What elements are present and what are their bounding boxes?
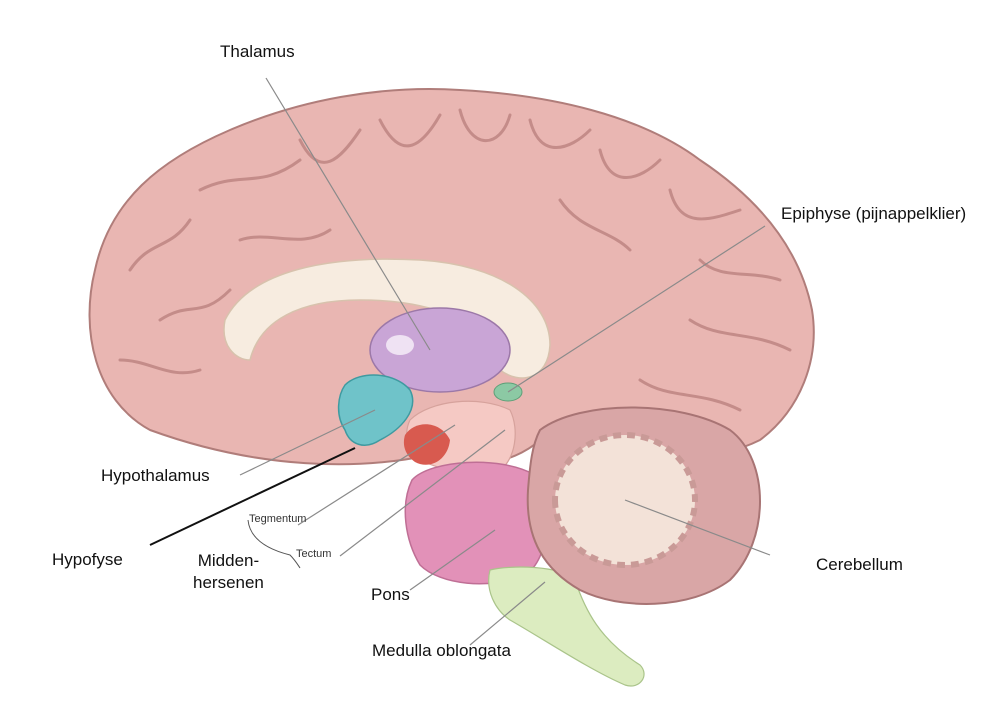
label-tectum: Tectum [296, 548, 332, 560]
corpus-callosum [223, 258, 551, 379]
pons-region [404, 461, 549, 585]
label-medulla-oblongata: Medulla oblongata [372, 641, 511, 660]
thalamus-region [369, 307, 511, 393]
label-pons: Pons [371, 585, 410, 604]
label-midden-line2: hersenen [193, 573, 264, 592]
hypofyse-line [149, 447, 356, 546]
hypothalamus-region [337, 374, 414, 446]
label-epiphyse: Epiphyse (pijnappelklier) [781, 204, 967, 223]
leader-lines [239, 77, 771, 646]
label-midden-line1: Midden- [197, 551, 260, 570]
thalamus-highlight [386, 335, 414, 355]
midbrain-brace [247, 519, 301, 569]
label-tegmentum: Tegmentum [249, 513, 307, 525]
tegmentum-red [403, 424, 450, 465]
label-cerebellum: Cerebellum [816, 555, 903, 574]
label-hypofyse: Hypofyse [52, 550, 123, 569]
label-hypothalamus: Hypothalamus [101, 466, 210, 485]
gyri-lines [118, 108, 792, 412]
label-thalamus: Thalamus [220, 42, 295, 61]
label-middenhersenen: Midden- hersenen [193, 550, 264, 594]
